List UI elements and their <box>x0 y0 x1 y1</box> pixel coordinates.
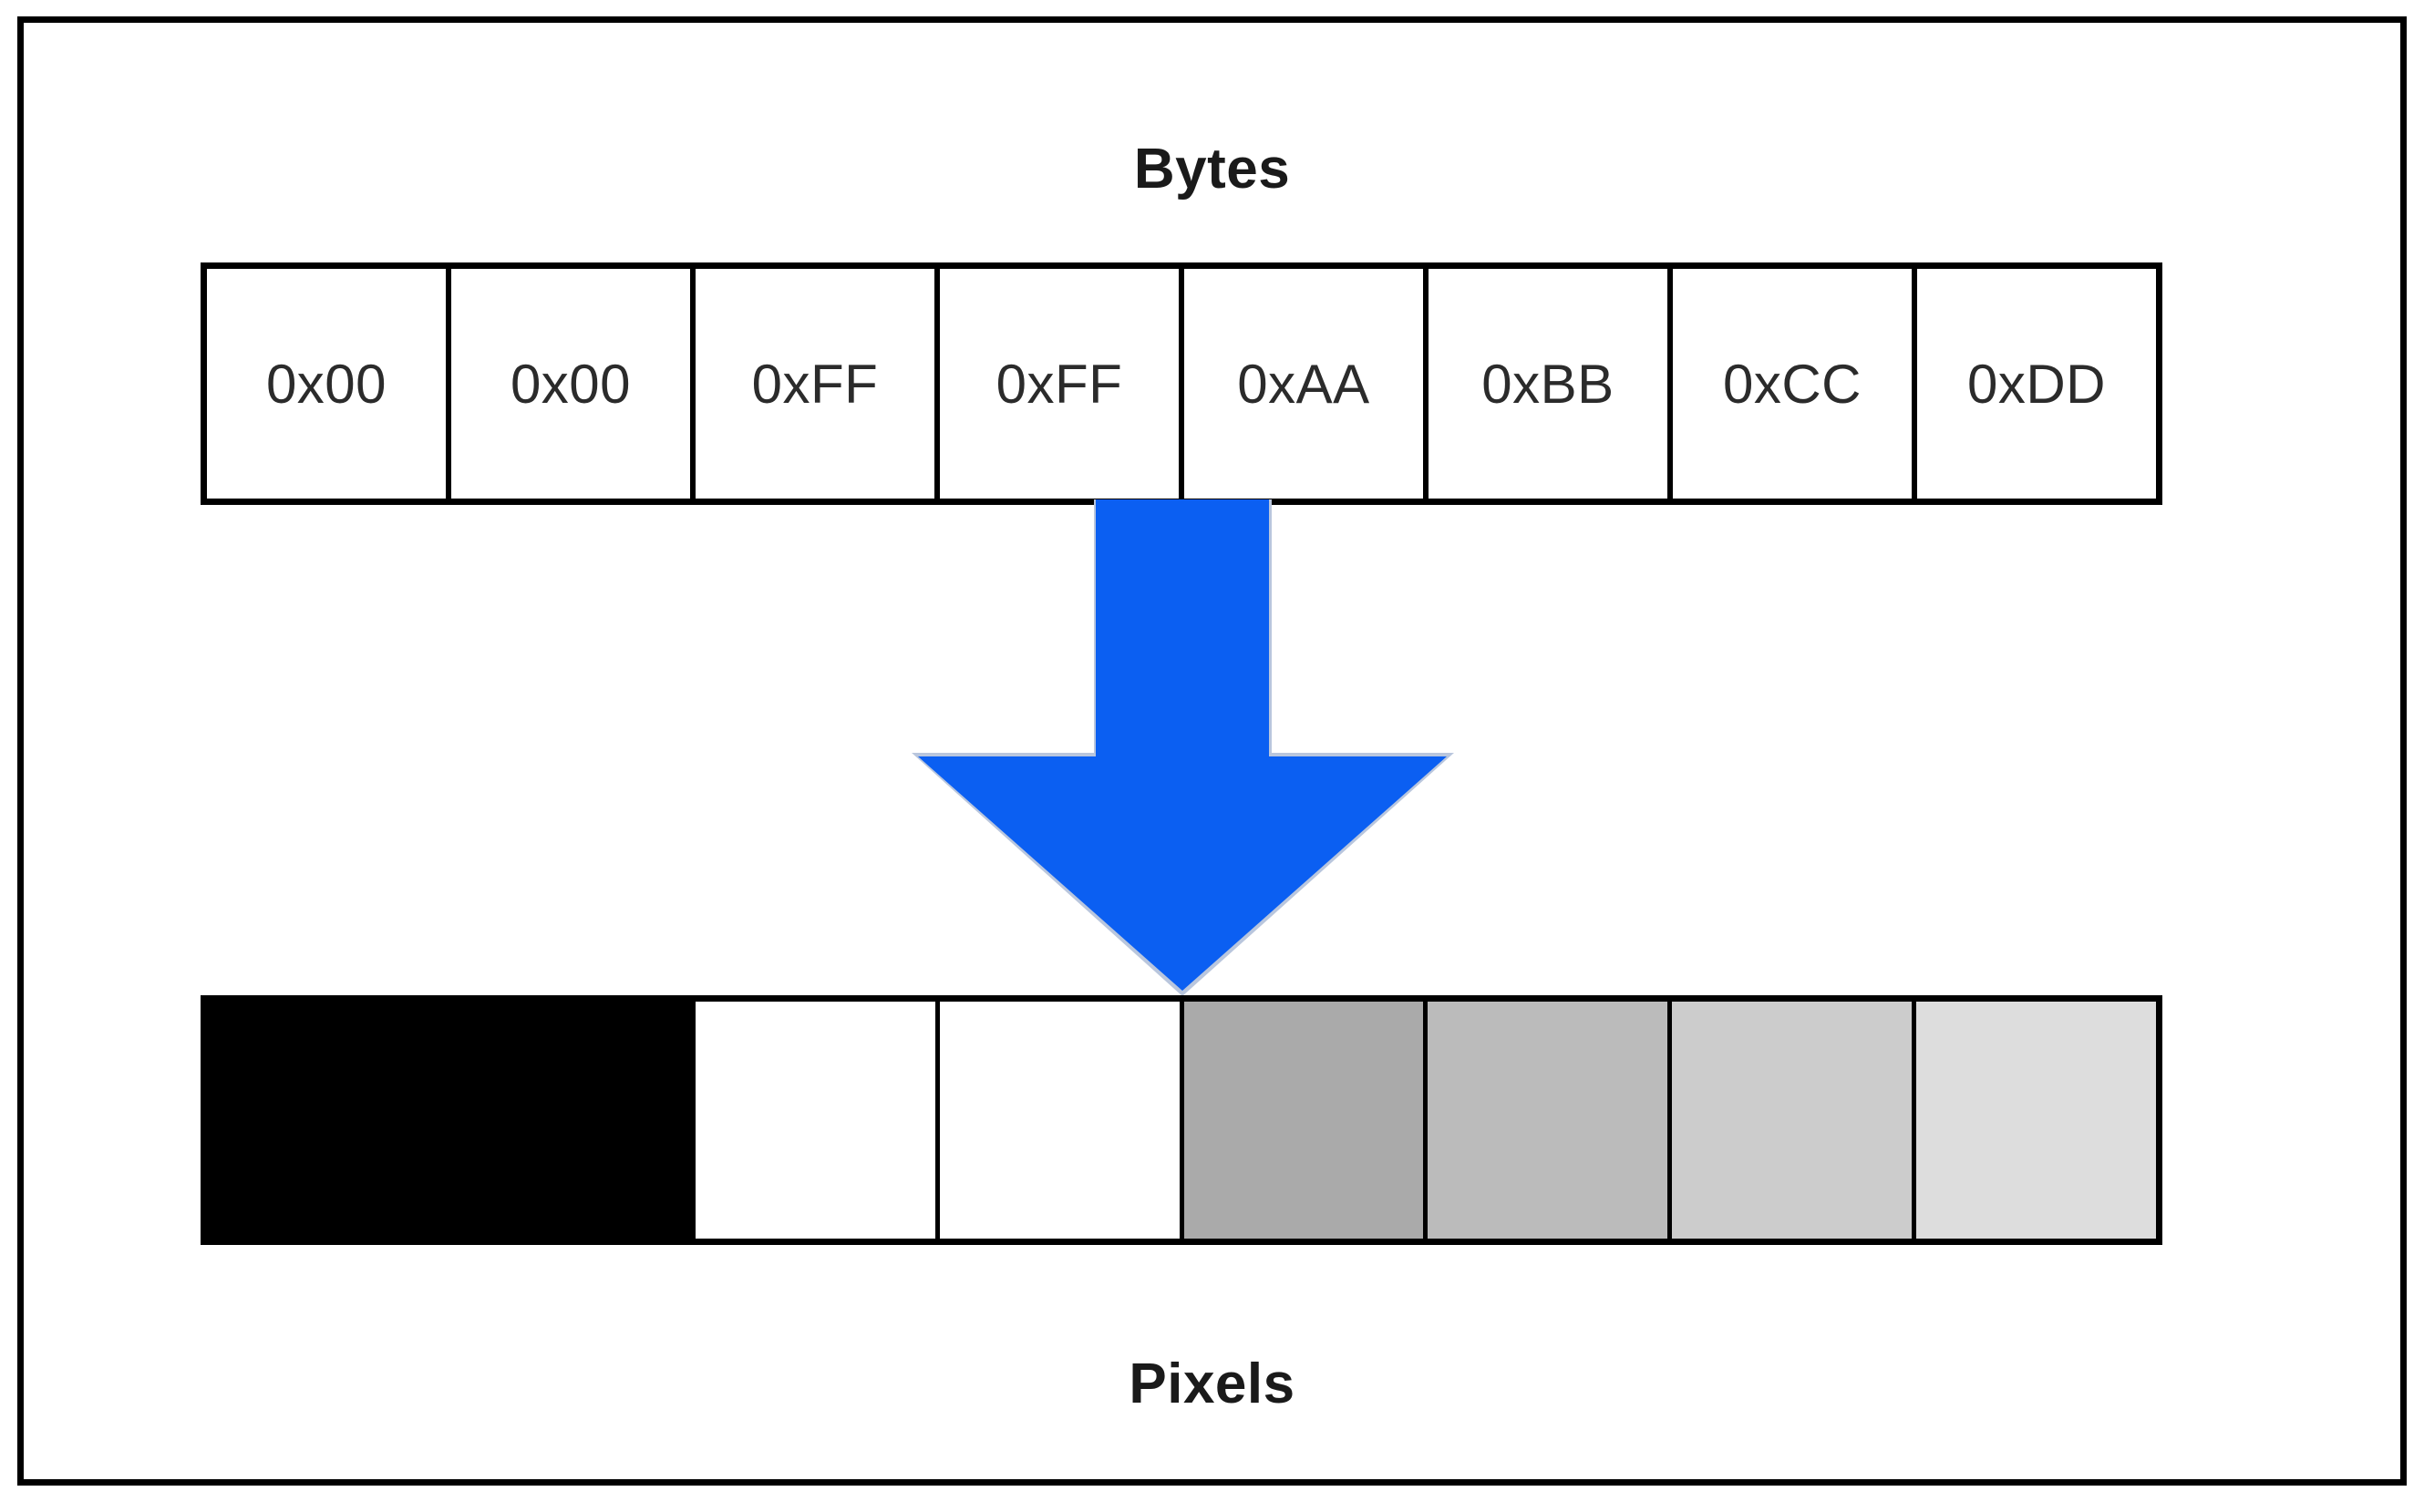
byte-cell: 0x00 <box>207 269 451 499</box>
pixels-strip <box>201 995 2162 1245</box>
byte-cell: 0xFF <box>696 269 940 499</box>
pixel-cell <box>695 1002 940 1239</box>
byte-cell: 0x00 <box>451 269 696 499</box>
pixel-cell <box>1428 1002 1673 1239</box>
byte-cell: 0xFF <box>940 269 1184 499</box>
pixel-cell <box>939 1002 1184 1239</box>
byte-cell: 0xAA <box>1184 269 1429 499</box>
bytes-label: Bytes <box>1133 138 1291 201</box>
bytes-table: 0x00 0x00 0xFF 0xFF 0xAA 0xBB 0xCC 0xDD <box>201 262 2162 505</box>
pixel-cell <box>1183 1002 1429 1239</box>
byte-cell: 0xBB <box>1429 269 1673 499</box>
down-arrow-icon <box>912 499 1454 996</box>
pixel-cell <box>207 1002 451 1239</box>
byte-cell: 0xCC <box>1673 269 1917 499</box>
pixel-cell <box>1672 1002 1917 1239</box>
byte-cell: 0xDD <box>1917 269 2156 499</box>
figure-border <box>17 16 2407 1486</box>
pixel-cell <box>1916 1002 2156 1239</box>
pixels-label: Pixels <box>1129 1353 1295 1415</box>
pixel-cell <box>450 1002 696 1239</box>
